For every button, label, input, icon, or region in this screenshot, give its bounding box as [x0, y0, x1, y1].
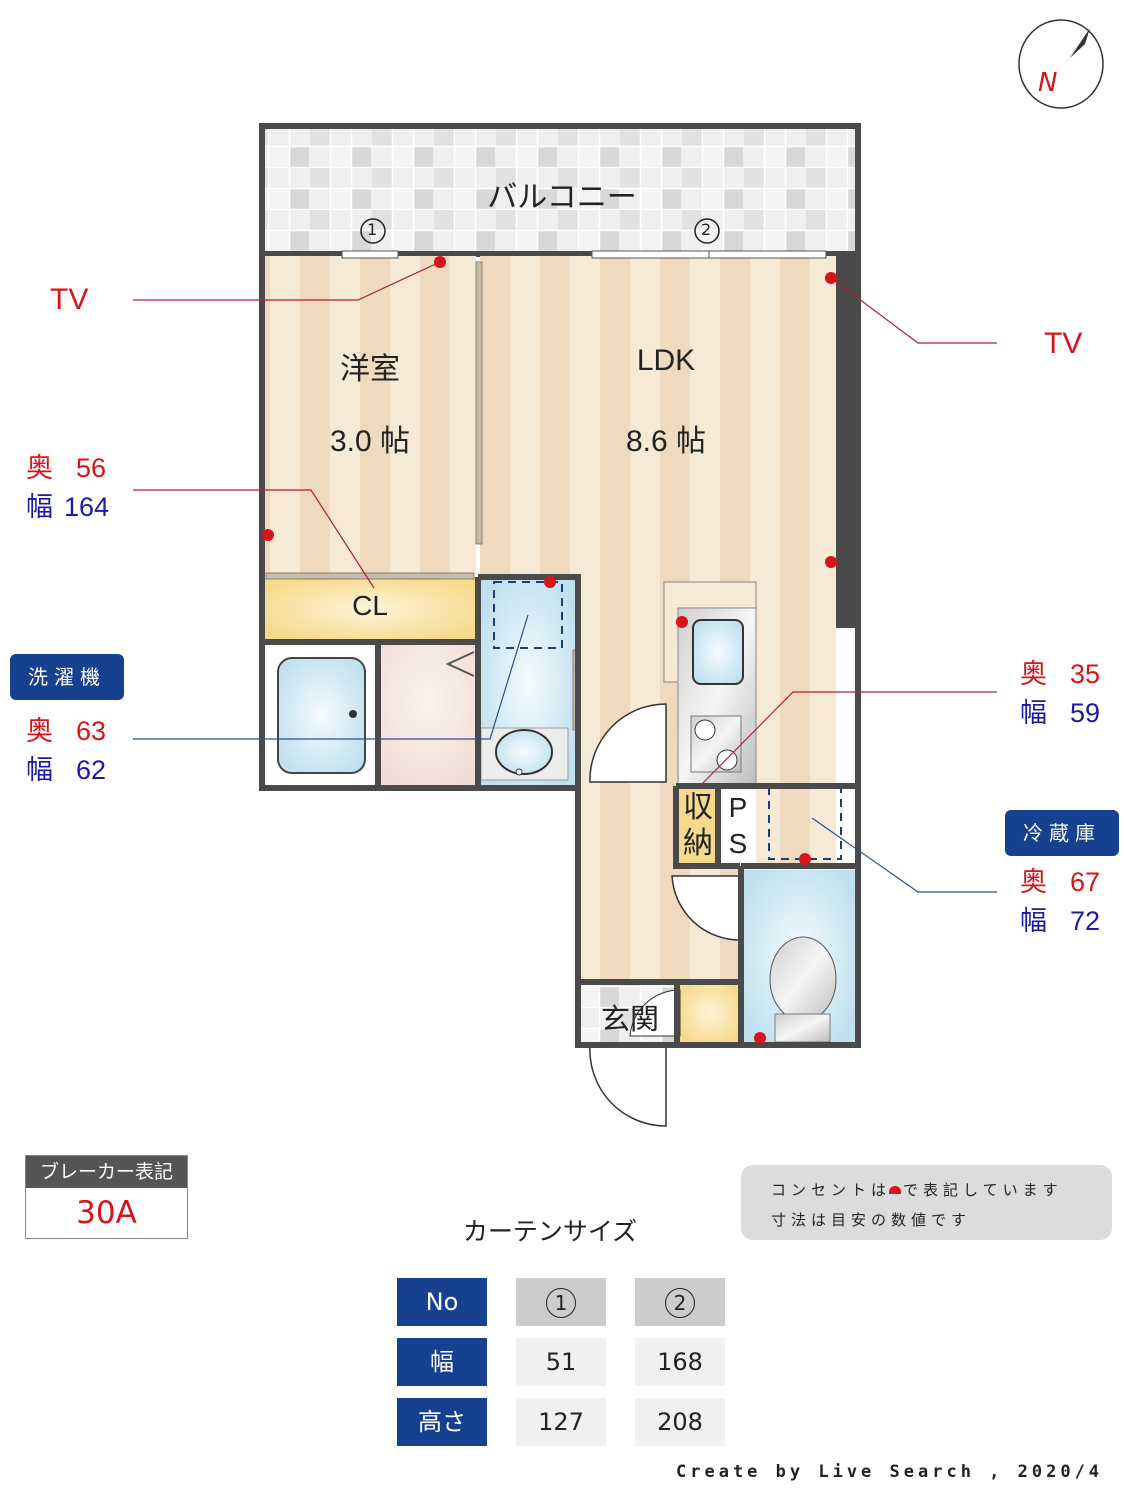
curtain-no-2: 2 [635, 1278, 725, 1326]
western-room-size: 3.0 帖 [329, 425, 411, 458]
depth-value: 35 [1070, 659, 1101, 689]
balcony-label: バルコニー [487, 181, 637, 214]
depth-value: 63 [76, 716, 107, 746]
width-value: 164 [64, 492, 110, 522]
fridge-badge: 冷蔵庫 [1005, 810, 1119, 856]
western-room-name: 洋室 [340, 353, 400, 386]
washer-badge: 洗濯機 [10, 654, 124, 700]
width-label: 幅 [26, 755, 53, 785]
width-label: 幅 [1020, 906, 1047, 936]
note-line1-after: で表記しています [903, 1181, 1063, 1199]
washer-dimensions: 奥 63 幅 62 [26, 712, 106, 790]
width-value: 72 [1070, 906, 1101, 936]
tv-outlet-label-left: TV [50, 283, 89, 316]
header-width: 幅 [397, 1338, 487, 1386]
ldk-size: 8.6 帖 [625, 425, 707, 458]
width-label: 幅 [26, 492, 53, 522]
fridge-dimensions: 奥 67 幅 72 [1020, 863, 1100, 941]
ldk-name: LDK [636, 344, 696, 377]
depth-label: 奥 [1020, 867, 1047, 897]
depth-label: 奥 [26, 453, 53, 483]
note-line1-before: コンセントは [771, 1181, 892, 1199]
storage-label: 収納 [683, 791, 713, 860]
outlet-note: コンセントはで表記しています 寸法は目安の数値です [741, 1165, 1112, 1240]
breaker-value: 30A [26, 1188, 187, 1238]
note-line2: 寸法は目安の数値です [771, 1211, 972, 1229]
depth-label: 奥 [1020, 659, 1047, 689]
breaker-label: ブレーカー表記 [26, 1156, 187, 1188]
header-height: 高さ [397, 1398, 487, 1446]
window-marker-2: 2 [701, 220, 712, 239]
footer-credit: Create by Live Search , 2020/4 [676, 1462, 1104, 1482]
width-value: 59 [1070, 698, 1101, 728]
curtain-size-title: カーテンサイズ [462, 1217, 638, 1246]
header-no: No [397, 1278, 487, 1326]
curtain-width-1: 51 [516, 1338, 606, 1386]
outlet-icon [889, 1186, 902, 1194]
window-marker-1: 1 [367, 220, 378, 239]
depth-value: 67 [1070, 867, 1101, 897]
curtain-width-2: 168 [635, 1338, 725, 1386]
depth-label: 奥 [26, 716, 53, 746]
north-arrow-icon: N [1038, 68, 1058, 98]
width-value: 62 [76, 755, 107, 785]
curtain-height-2: 208 [635, 1398, 725, 1446]
curtain-height-1: 127 [516, 1398, 606, 1446]
depth-value: 56 [76, 453, 107, 483]
closet-dimensions: 奥 56 幅 164 [26, 449, 109, 527]
width-label: 幅 [1020, 698, 1047, 728]
tv-outlet-label-right: TV [1044, 327, 1083, 360]
ps-label: PS [728, 792, 748, 859]
curtain-no-1: 1 [516, 1278, 606, 1326]
closet-label: CL [352, 590, 388, 621]
kitchen-dimensions: 奥 35 幅 59 [1020, 655, 1100, 733]
entrance-label: 玄関 [600, 1004, 659, 1036]
breaker-box: ブレーカー表記 30A [25, 1155, 188, 1239]
